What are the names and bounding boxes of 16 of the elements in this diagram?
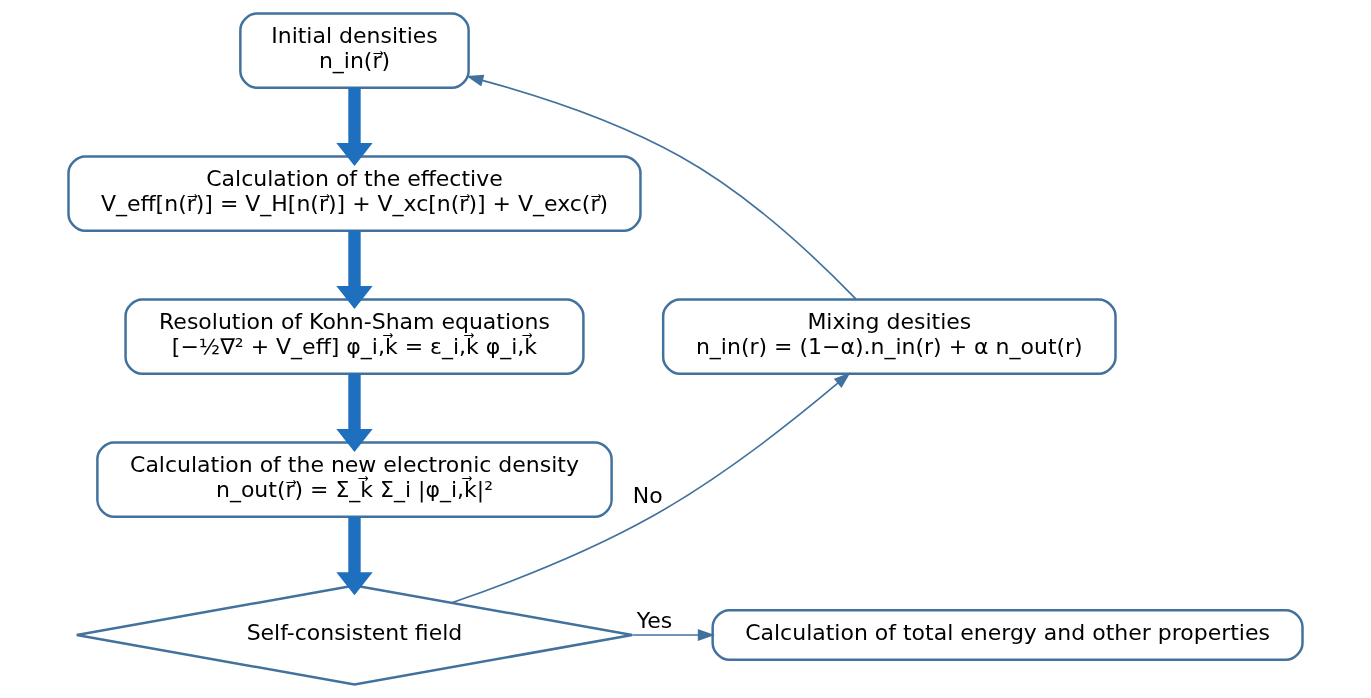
node-box: Calculation of total energy and other properties (711, 609, 1304, 661)
arrow (336, 373, 373, 453)
arrow (631, 629, 715, 641)
node-diamond: Self-consistent field (75, 584, 634, 686)
edge-label: No (632, 483, 663, 509)
arrow (450, 372, 851, 604)
edge-label: Yes (636, 607, 673, 633)
node-box: Calculation of the effective V_eff[n(r⃗)] = V_H[n(r⃗)] + V_xc[n(r⃗)] + V_exc(r⃗) (67, 155, 642, 232)
arrow (336, 87, 373, 167)
node-box: Resolution of Kohn-Sham equations [−½∇² + V_eff] φ_i,k⃗ = ε_i,k⃗ φ_i,k⃗ (124, 298, 585, 375)
node-box: Initial densities n_in(r⃗) (239, 12, 470, 89)
arrow (466, 74, 857, 300)
node-box: Calculation of the new electronic density n_out(r⃗) = Σ_k⃗ Σ_i |φ_i,k⃗|² (96, 441, 613, 518)
arrow (336, 230, 373, 310)
node-box: Mixing desities n_in(r) = (1−α).n_in(r) + α n_out(r) (661, 298, 1117, 375)
arrow (336, 516, 373, 596)
